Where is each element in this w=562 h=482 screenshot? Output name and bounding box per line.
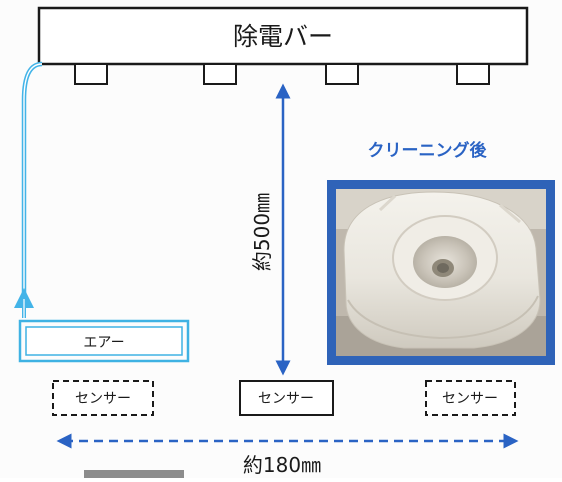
emitter-nozzle-1	[74, 63, 108, 85]
emitter-nozzle-4	[456, 63, 490, 85]
air-label: エアー	[83, 335, 124, 351]
air-tube	[14, 61, 43, 320]
emitter-nozzle-3	[325, 63, 359, 85]
sensor-center: センサー	[239, 380, 334, 416]
ionizer-bar-label: 除電バー	[233, 22, 333, 51]
sensor-right: センサー	[425, 380, 516, 416]
ionizer-bar: 除電バー	[37, 6, 529, 85]
after-cleaning-photo	[327, 180, 555, 365]
sensor-right-label: センサー	[442, 391, 498, 407]
sensor-left: センサー	[52, 380, 154, 416]
vertical-distance-label: 約500㎜	[250, 193, 274, 271]
sensor-left-label: センサー	[75, 391, 131, 407]
emitter-nozzle-2	[203, 63, 237, 85]
sensor-center-label: センサー	[258, 391, 314, 407]
vertical-distance-arrow: 約500㎜	[250, 83, 291, 376]
horizontal-distance-arrow: 約180㎜	[56, 433, 519, 477]
air-box: エアー	[18, 319, 190, 363]
partial-object-bottom	[84, 470, 184, 478]
photo-caption: クリーニング後	[368, 140, 488, 161]
horizontal-distance-label: 約180㎜	[243, 453, 321, 477]
